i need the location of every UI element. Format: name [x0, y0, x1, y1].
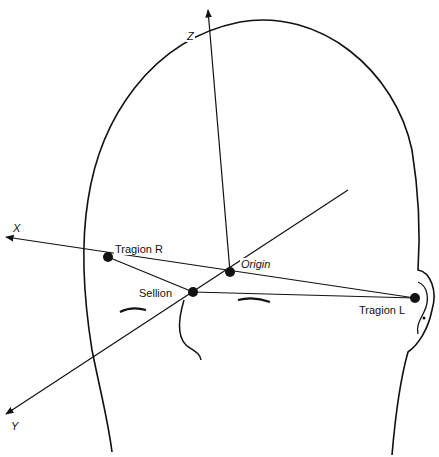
axis-label: Z [186, 30, 195, 42]
landmark-dot [225, 267, 235, 277]
eyebrow [238, 298, 270, 302]
landmark-dot [103, 252, 113, 262]
landmark-label: Tragion R [114, 243, 164, 255]
landmark-dot [188, 287, 198, 297]
z-axis [208, 10, 230, 272]
y-axis [6, 190, 348, 414]
landmark-label: Tragion L [358, 304, 406, 316]
axis-label: Y [10, 420, 19, 432]
head-outline [84, 20, 434, 455]
x-axis [6, 237, 415, 298]
nose [179, 300, 201, 360]
landmark-label: Sellion [138, 287, 173, 299]
landmark-label: Origin [240, 258, 271, 270]
axis-label: X [12, 222, 21, 234]
ear [417, 282, 427, 334]
landmark-dot [410, 293, 420, 303]
eyebrow [120, 308, 146, 312]
